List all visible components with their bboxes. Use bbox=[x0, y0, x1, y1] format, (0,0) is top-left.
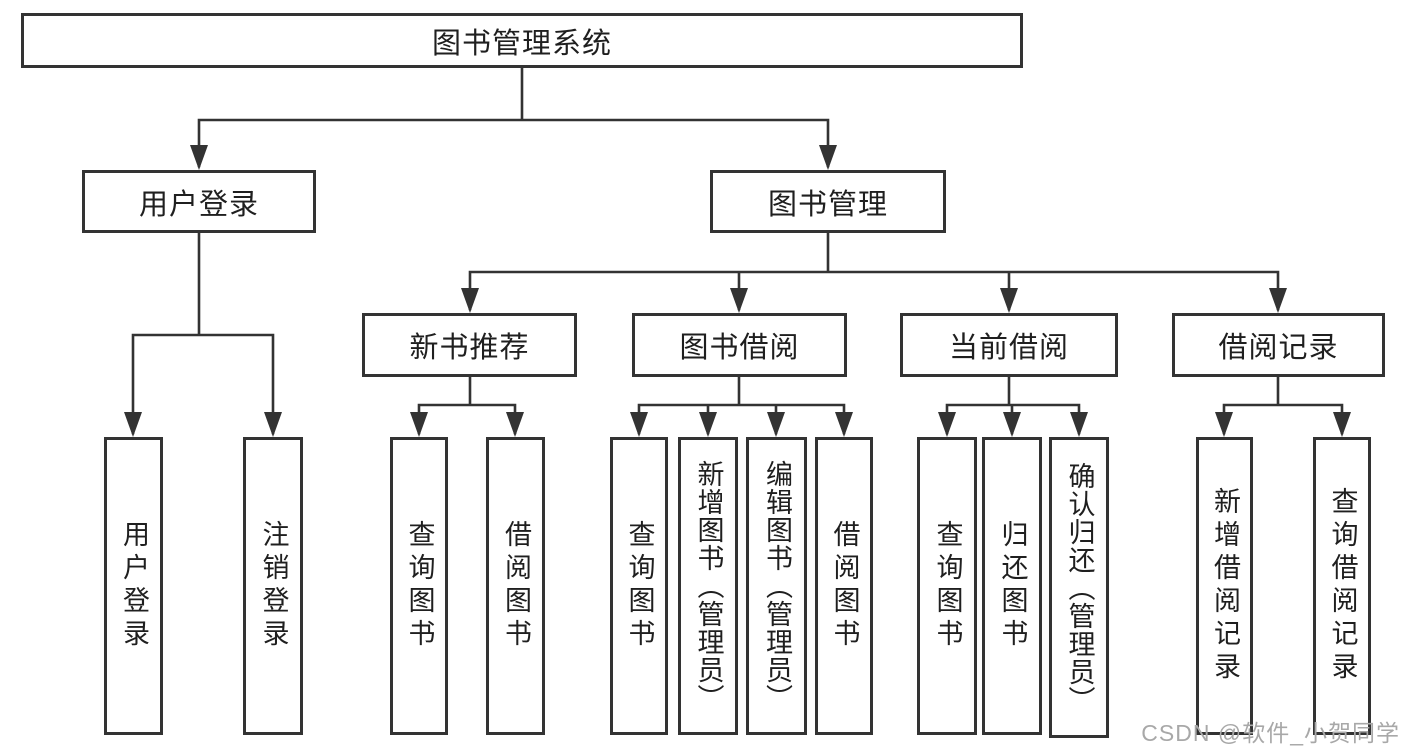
node-label: 编辑图书（管理员） bbox=[762, 460, 793, 712]
node-book-management: 图书管理 bbox=[710, 170, 946, 233]
node-book-borrowing: 图书借阅 bbox=[632, 313, 847, 377]
node-label: 借阅记录 bbox=[1218, 332, 1339, 364]
node-leaf-query-book-3: 查询图书 bbox=[917, 437, 977, 735]
node-borrowing-records: 借阅记录 bbox=[1172, 313, 1385, 377]
node-label: 注销登录 bbox=[258, 520, 289, 652]
node-label: 借阅图书 bbox=[501, 520, 532, 652]
node-leaf-borrow-book-2: 借阅图书 bbox=[815, 437, 873, 735]
node-label: 图书借阅 bbox=[679, 332, 800, 364]
node-label: 归还图书 bbox=[997, 520, 1028, 652]
node-leaf-edit-book-admin: 编辑图书（管理员） bbox=[746, 437, 807, 735]
node-user-login: 用户登录 bbox=[82, 170, 316, 233]
node-leaf-add-book-admin: 新增图书（管理员） bbox=[678, 437, 738, 735]
node-label: 新增借阅记录 bbox=[1210, 487, 1241, 685]
node-label: 查询图书 bbox=[624, 520, 655, 652]
node-leaf-query-borrow-record: 查询借阅记录 bbox=[1313, 437, 1371, 735]
csdn-watermark: CSDN @软件_小贺同学 bbox=[1141, 720, 1400, 746]
node-current-borrowing: 当前借阅 bbox=[900, 313, 1118, 377]
node-new-book-recommend: 新书推荐 bbox=[362, 313, 577, 377]
node-label: 查询图书 bbox=[404, 520, 435, 652]
node-leaf-confirm-return-admin: 确认归还（管理员） bbox=[1049, 437, 1109, 738]
node-leaf-add-borrow-record: 新增借阅记录 bbox=[1196, 437, 1253, 735]
node-leaf-return-book: 归还图书 bbox=[982, 437, 1042, 735]
node-leaf-user-login: 用户登录 bbox=[104, 437, 163, 735]
node-label: 用户登录 bbox=[119, 520, 150, 652]
node-leaf-borrow-book-1: 借阅图书 bbox=[486, 437, 545, 735]
node-label: 借阅图书 bbox=[829, 520, 860, 652]
node-label: 图书管理 bbox=[767, 188, 888, 221]
node-leaf-query-book-2: 查询图书 bbox=[610, 437, 668, 735]
node-label: 图书管理系统 bbox=[431, 27, 612, 60]
node-label: 确认归还（管理员） bbox=[1064, 461, 1095, 714]
node-leaf-query-book-1: 查询图书 bbox=[390, 437, 448, 735]
node-label: 新书推荐 bbox=[409, 332, 530, 364]
node-leaf-logout: 注销登录 bbox=[243, 437, 303, 735]
node-library-system: 图书管理系统 bbox=[21, 13, 1023, 68]
node-label: 新增图书（管理员） bbox=[693, 460, 724, 712]
node-label: 查询借阅记录 bbox=[1327, 487, 1358, 685]
node-label: 用户登录 bbox=[138, 188, 259, 221]
node-label: 当前借阅 bbox=[948, 332, 1069, 364]
node-label: 查询图书 bbox=[932, 520, 963, 652]
